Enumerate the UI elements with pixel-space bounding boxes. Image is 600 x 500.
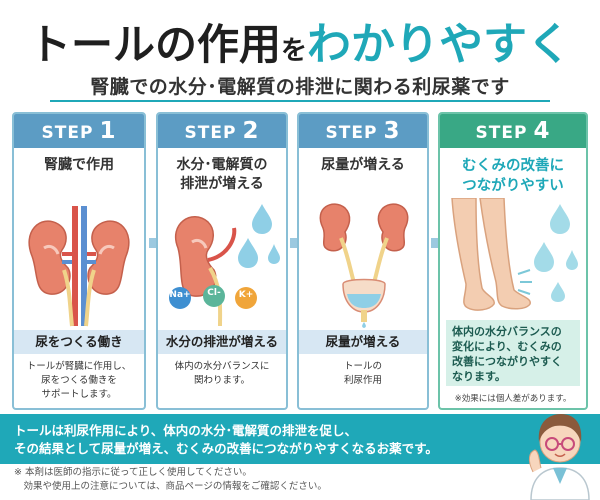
step-band-2: 水分の排泄が増える: [158, 330, 286, 354]
ion-label-k: K+: [238, 290, 254, 300]
kidneys-icon: [28, 206, 130, 327]
step-number-4: 4: [533, 118, 551, 144]
step-number-2: 2: [242, 118, 260, 144]
desc-line: トールの: [343, 361, 382, 372]
summary-line: トールは利尿作用により、体内の水分･電解質の排泄を促し、: [14, 423, 358, 438]
header: トールの作用をわかりやすく: [0, 0, 600, 70]
desc-line: 関わります。: [193, 375, 251, 386]
footnote-line: ※ 本剤は医師の指示に従って正しく使用してください。: [14, 467, 252, 478]
title-part-1: トールの作用: [28, 20, 281, 69]
step-description-1: トールが腎臓に作用し、 尿をつくる働きを サポートします。: [20, 360, 138, 402]
step-title-3: 尿量が増える: [321, 157, 405, 173]
title-line: 水分･電解質の: [176, 157, 268, 173]
ion-label-na: Na+: [169, 290, 191, 300]
ion-label-cl: Cl-: [207, 288, 221, 298]
step-label-3: STEP: [325, 123, 378, 143]
desc-line: 尿をつくる働きを: [41, 375, 117, 386]
title-line: 排泄が増える: [180, 176, 264, 192]
summary-line: その結果として尿量が増え、むくみの改善につながりやすくなるお薬です。: [14, 441, 438, 456]
step-band-3: 尿量が増える: [299, 330, 427, 354]
desc-line: サポートします。: [41, 389, 117, 400]
sodium-ion-icon: [169, 287, 191, 309]
chloride-ion-icon: [203, 285, 225, 307]
step-number-3: 3: [383, 118, 401, 144]
subtitle-underline: [50, 100, 550, 102]
step-title-4: むくみの改善に つながりやすい: [444, 156, 582, 196]
page-title: トールの作用をわかりやすく: [10, 8, 590, 70]
potassium-ion-icon: [235, 287, 257, 309]
title-line: むくみの改善に: [461, 158, 565, 174]
step-title-1: 腎臓で作用: [44, 157, 114, 173]
legs-illustration: [440, 197, 586, 318]
step-description-3: トールの 利尿作用: [305, 360, 421, 388]
step-label-2: STEP: [184, 123, 237, 143]
step-label-1: STEP: [41, 123, 94, 143]
step-band-1: 尿をつくる働き: [14, 330, 144, 354]
title-part-3: わかりやすく: [307, 19, 572, 70]
page-subtitle: 腎臓での水分･電解質の排泄に関わる利尿薬です: [90, 76, 510, 98]
title-line: つながりやすい: [462, 178, 564, 194]
effect-note: ※効果には個人差があります。: [454, 394, 572, 404]
step-box-4: 体内の水分バランスの 変化により、むくみの 改善につながりやすく なります。: [446, 320, 580, 386]
title-part-2: を: [281, 36, 308, 66]
desc-line: 体内の水分バランスに: [174, 361, 270, 372]
urinary-system-icon: [319, 203, 409, 328]
box-line: 改善につながりやすく: [452, 355, 562, 368]
footnote-line: 効果や使用上の注意については、商品ページの情報をご確認ください。: [14, 481, 327, 492]
urinary-system-illustration: [299, 198, 427, 328]
kidney-ions-illustration: Na+ Cl- K+: [158, 198, 286, 328]
step-number-1: 1: [99, 118, 117, 144]
kidney-icon: [169, 204, 280, 327]
desc-line: トールが腎臓に作用し、: [26, 361, 132, 372]
footnote: ※ 本剤は医師の指示に従って正しく使用してください。 効果や使用上の注意について…: [14, 466, 494, 494]
box-line: なります。: [452, 370, 506, 383]
box-line: 体内の水分バランスの: [452, 325, 562, 338]
step-title-2: 水分･電解質の 排泄が増える: [162, 156, 282, 194]
desc-line: 利尿作用: [343, 375, 382, 386]
legs-icon: [451, 197, 578, 311]
step-description-2: 体内の水分バランスに 関わります。: [164, 360, 280, 388]
kidneys-illustration: [14, 198, 144, 328]
box-line: 変化により、むくみの: [452, 340, 562, 353]
summary-text: トールは利尿作用により、体内の水分･電解質の排泄を促し、 その結果として尿量が増…: [14, 422, 484, 458]
summary-band: トールは利尿作用により、体内の水分･電解質の排泄を促し、 その結果として尿量が増…: [0, 414, 600, 464]
pharmacist-icon: [528, 414, 590, 500]
step-label-4: STEP: [475, 123, 528, 143]
